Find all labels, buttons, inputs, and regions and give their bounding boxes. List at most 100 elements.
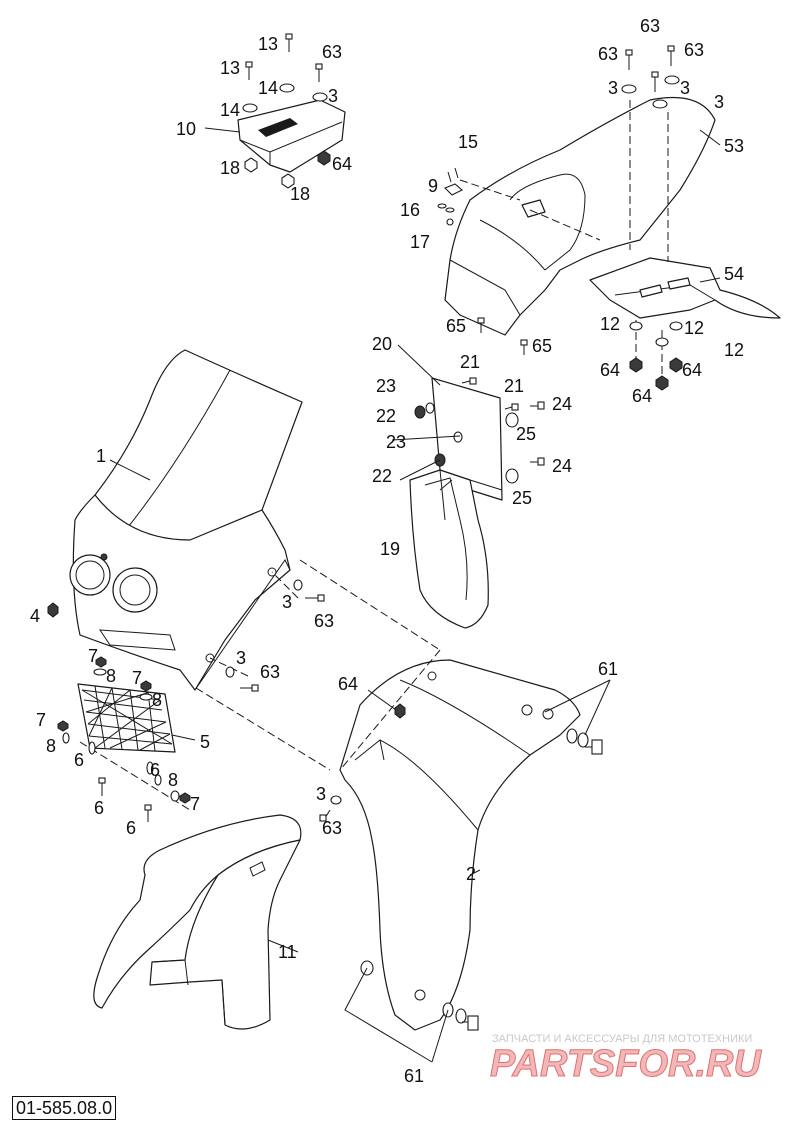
screw-icon [520,339,528,355]
callout: 64 [332,154,352,174]
callout: 25 [516,424,536,444]
callout: 64 [632,386,652,406]
callout: 18 [290,184,310,204]
callout: 3 [680,78,690,98]
cover-logo-decal [258,118,298,137]
part-2-front-body [339,659,581,1031]
washer-icon [154,774,162,786]
screw-icon [144,804,152,822]
callout: 4 [30,606,40,626]
callout: 23 [376,376,396,396]
nut-icon [655,375,669,391]
screw-icon [319,809,331,822]
callout: 9 [428,176,438,196]
callout: 22 [372,466,392,486]
callout: 6 [126,818,136,838]
washer-icon [312,92,328,102]
callout: 8 [152,690,162,710]
callout: 54 [724,264,744,284]
washer-icon [655,337,669,347]
callout: 3 [236,648,246,668]
diagram-code-label: 01-585.08.0 [12,1096,117,1120]
callout: 3 [328,86,338,106]
washer-icon [62,732,70,744]
washer-icon [566,728,578,744]
callout: 8 [106,666,116,686]
nut-icon [95,656,107,668]
nut-icon [669,357,683,373]
leader-lines [109,127,721,1063]
part-54-rear-fender [589,257,781,319]
callout: 2 [466,864,476,884]
callout: 3 [316,784,326,804]
callout: 6 [74,750,84,770]
callout: 3 [714,92,724,112]
callout: 5 [200,732,210,752]
nut-icon [47,602,59,618]
washer-icon [669,321,683,331]
part-1-front-fairing [69,349,303,691]
callout: 14 [220,100,240,120]
washer-icon [225,666,235,678]
screw-icon [667,45,675,66]
screw-icon [504,403,519,411]
callout: 64 [600,360,620,380]
screw-icon [651,71,659,92]
callout: 64 [338,674,358,694]
washer-icon [93,668,107,676]
callout: 6 [94,798,104,818]
callout: 65 [532,336,552,356]
callout: 16 [400,200,420,220]
callouts: 13 13 14 14 63 3 10 18 18 64 63 63 63 3 … [30,16,744,1086]
washer-icon [170,790,180,802]
callout: 3 [608,78,618,98]
washer-icon [414,405,426,419]
callout: 25 [512,488,532,508]
screw-icon [98,777,106,796]
screw-icon [245,61,253,80]
callout: 15 [458,132,478,152]
nut-icon [57,720,69,732]
nut-icon [281,173,295,189]
callout: 63 [322,818,342,838]
callout: 63 [260,662,280,682]
screw-icon [625,49,633,70]
screw-icon [461,377,477,385]
callout: 12 [724,340,744,360]
nut-icon [179,792,191,804]
screw-icon [240,684,259,692]
callout: 12 [684,318,704,338]
callout: 64 [682,360,702,380]
nut-icon [244,157,258,173]
part-19-mud-flap [409,469,489,629]
callout: 6 [150,760,160,780]
nut-icon [394,703,406,719]
screw-icon [285,33,293,52]
callout: 61 [598,659,618,679]
screw-icon [462,1015,479,1031]
nut-icon [629,357,643,373]
screw-icon [530,401,545,410]
callout: 61 [404,1066,424,1086]
assembly-lines [79,100,669,811]
callout: 7 [190,794,200,814]
watermark-tagline: ЗАПЧАСТИ И АКСЕССУАРЫ ДЛЯ МОТОТЕХНИКИ [492,1033,752,1045]
hardware [47,33,683,1031]
callout: 7 [36,710,46,730]
callout: 8 [168,770,178,790]
callout: 8 [46,736,56,756]
callout: 53 [724,136,744,156]
callout: 24 [552,456,572,476]
part-10-top-cover [237,99,346,173]
screw-icon [315,63,323,82]
callout: 63 [640,16,660,36]
washer-icon [577,732,589,748]
screw-icon [477,317,485,333]
callout: 18 [220,158,240,178]
washer-icon [146,761,154,775]
callout: 24 [552,394,572,414]
callout: 22 [376,406,396,426]
callout: 21 [460,352,480,372]
callout: 7 [88,646,98,666]
callout: 10 [176,119,196,139]
